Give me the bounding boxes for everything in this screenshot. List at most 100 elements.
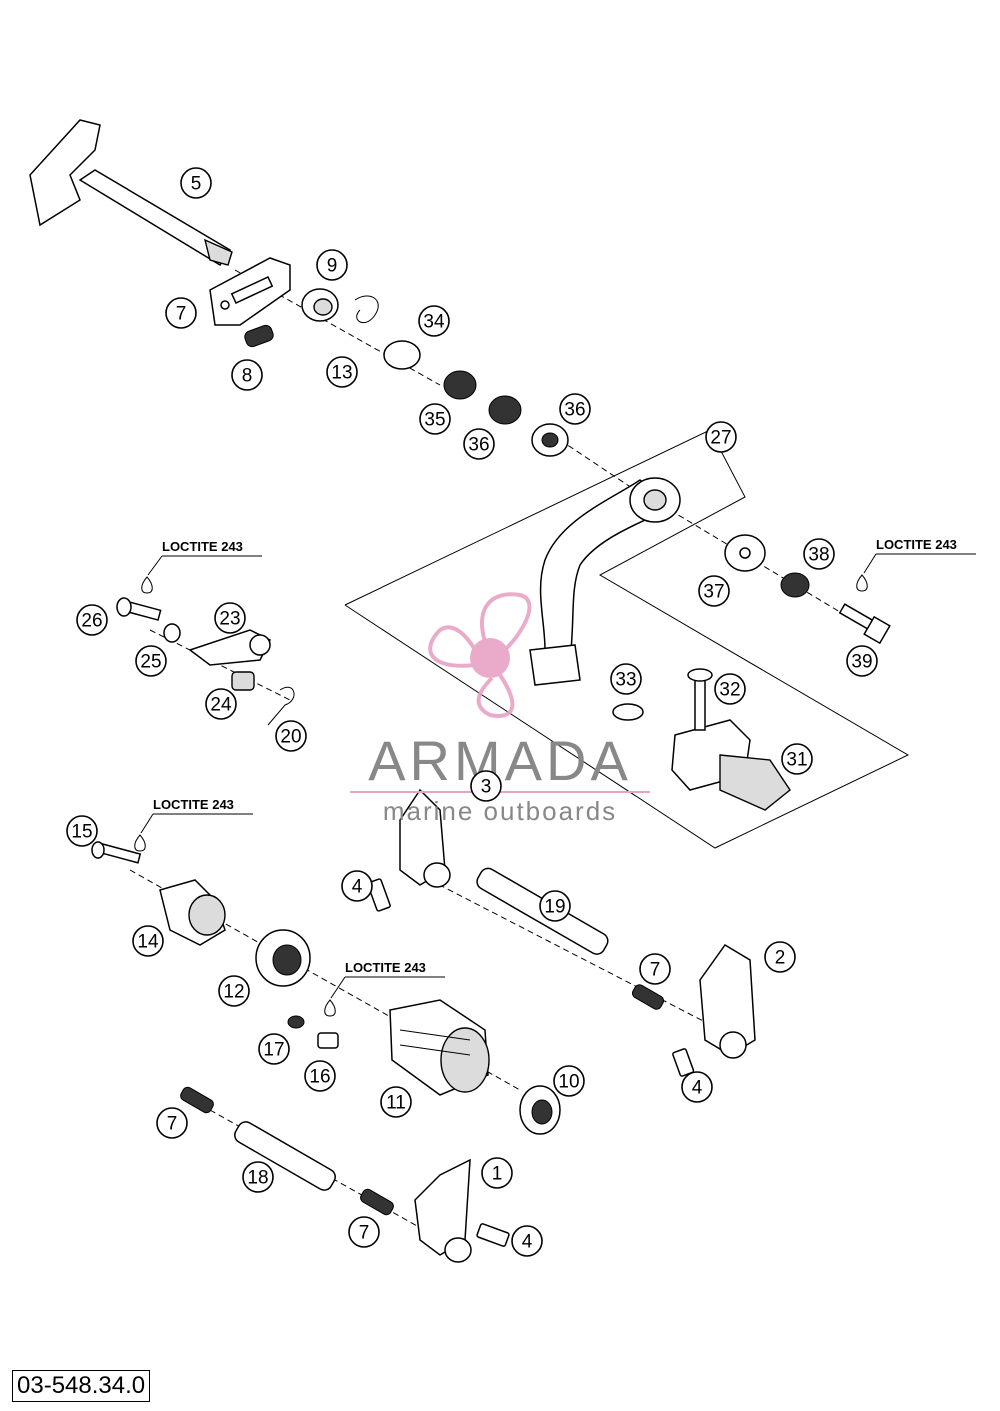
callout-27: 27 [705, 421, 737, 453]
part-spring-7b [180, 1086, 214, 1114]
callout-4: 4 [681, 1071, 713, 1103]
callout-circle [681, 1071, 713, 1103]
callout-31: 31 [781, 743, 813, 775]
callout-17: 17 [258, 1033, 290, 1065]
callout-circle [214, 602, 246, 634]
callout-number: 7 [176, 304, 187, 325]
callout-number: 12 [223, 982, 244, 1003]
part-bolt-27 [116, 597, 162, 621]
callout-number: 38 [808, 545, 829, 566]
part-lock-washer-39 [780, 572, 810, 598]
callout-circle [66, 815, 98, 847]
callout-circle [553, 1065, 585, 1097]
part-shift-rod-19 [234, 1121, 336, 1191]
callout-11: 11 [380, 1086, 412, 1118]
callout-number: 34 [423, 312, 445, 333]
callout-number: 7 [167, 1114, 178, 1135]
part-pin-18 [287, 1015, 305, 1029]
loctite-label-3: LOCTITE 243 [153, 797, 234, 812]
callout-circle [275, 720, 307, 752]
callout-number: 27 [710, 428, 731, 449]
callout-4: 4 [511, 1225, 543, 1257]
part-shift-fork-3 [399, 788, 451, 888]
part-shift-cam-15 [159, 879, 226, 946]
part-spring-23 [267, 686, 295, 726]
callout-14: 14 [132, 925, 164, 957]
callout-13: 13 [326, 356, 358, 388]
callout-number: 3 [481, 777, 492, 798]
callout-circle [76, 604, 108, 636]
callout-37: 37 [698, 575, 730, 607]
callout-circle [326, 356, 358, 388]
callout-number: 37 [703, 582, 724, 603]
callout-19: 19 [539, 890, 571, 922]
part-shift-fork-2 [699, 944, 756, 1059]
part-guide-pin-4b [672, 1048, 695, 1077]
part-roller-10 [301, 288, 339, 322]
part-bearing-11 [519, 1085, 561, 1135]
callout-5: 5 [180, 167, 212, 199]
callout-circle [341, 870, 373, 902]
callout-26: 26 [76, 604, 108, 636]
callout-16: 16 [304, 1060, 336, 1092]
callout-circle [639, 953, 671, 985]
callout-circle [218, 975, 250, 1007]
callout-number: 26 [81, 611, 102, 632]
part-spring-7a [631, 984, 665, 1010]
callout-circle [258, 1033, 290, 1065]
loctite-drop-icon-1: LOCTITE 243 [141, 539, 262, 594]
callout-circle [380, 1086, 412, 1118]
callout-20: 20 [275, 720, 307, 752]
callout-12: 12 [218, 975, 250, 1007]
callout-circle [470, 770, 502, 802]
callout-circle [481, 1157, 513, 1189]
callout-circle [348, 1216, 380, 1248]
part-guide-pin-4a [367, 878, 391, 912]
callout-24: 24 [205, 688, 237, 720]
loctite-drop-icon-3: LOCTITE 243 [134, 797, 253, 852]
callout-circle [419, 403, 451, 435]
callout-number: 32 [719, 680, 740, 701]
callout-circle [463, 428, 495, 460]
callout-number: 15 [71, 822, 92, 843]
callout-number: 16 [309, 1067, 330, 1088]
callout-number: 2 [775, 948, 786, 969]
callout-number: 20 [280, 727, 301, 748]
part-shift-fork-1 [414, 1158, 472, 1263]
callout-circle [132, 925, 164, 957]
callout-circle [610, 663, 642, 695]
propeller-blade [476, 673, 515, 718]
armada-logo-icon [428, 592, 532, 718]
callout-circle [156, 1107, 188, 1139]
callout-number: 23 [219, 609, 240, 630]
part-washer-35 [383, 340, 421, 370]
callout-9: 9 [316, 249, 348, 281]
callout-7: 7 [165, 297, 197, 329]
callout-18: 18 [242, 1161, 274, 1193]
loctite-label-2: LOCTITE 243 [876, 537, 957, 552]
callout-34: 34 [418, 305, 450, 337]
callout-number: 11 [386, 1093, 406, 1114]
callout-circle [539, 890, 571, 922]
callout-number: 24 [210, 695, 232, 716]
callout-number: 4 [692, 1078, 703, 1099]
callout-7: 7 [639, 953, 671, 985]
callout-circle [304, 1060, 336, 1092]
callout-circle [205, 688, 237, 720]
callout-number: 25 [140, 652, 161, 673]
loctite-drop-icon-2: LOCTITE 243 [856, 537, 976, 592]
callout-circle [846, 645, 878, 677]
part-bolt-40 [838, 603, 891, 645]
callout-number: 18 [247, 1168, 268, 1189]
callout-8: 8 [231, 359, 263, 391]
loctite-label-4: LOCTITE 243 [345, 960, 426, 975]
callout-circle [316, 249, 348, 281]
callout-1: 1 [481, 1157, 513, 1189]
callout-number: 10 [558, 1072, 579, 1093]
watermark-tagline: marine outboards [383, 796, 617, 826]
part-needle-bearing-36b [488, 395, 522, 425]
part-pin-33 [687, 668, 713, 731]
callout-number: 8 [242, 366, 253, 387]
callout-circle [231, 359, 263, 391]
